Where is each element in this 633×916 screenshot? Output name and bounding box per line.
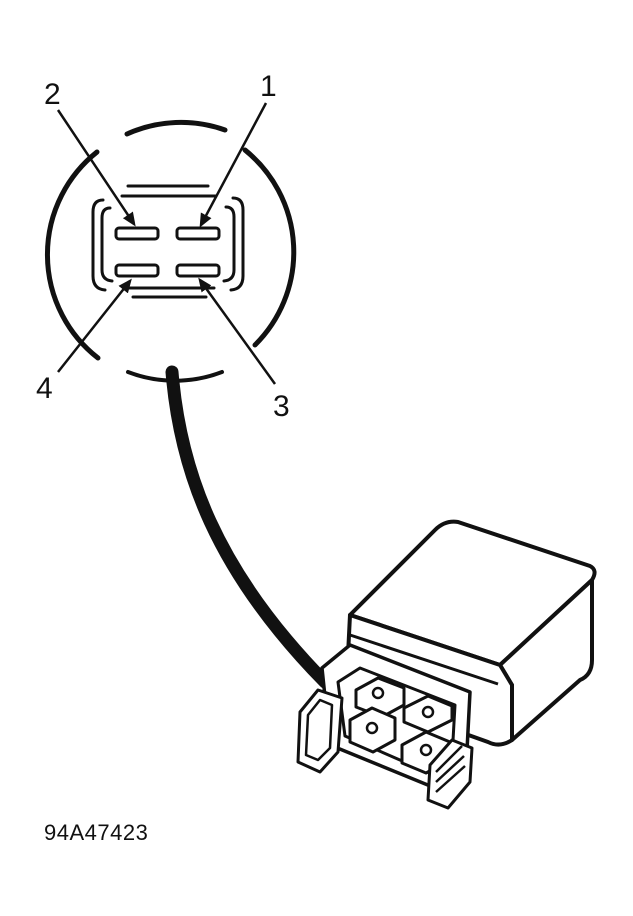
relay-front-ridge — [349, 633, 499, 686]
leader-arrow-2 — [56, 109, 136, 227]
latch-right-rib-1 — [435, 745, 463, 773]
latch-right — [426, 738, 474, 810]
relay-top-face — [348, 519, 597, 667]
pin-label-2: 2 — [44, 78, 61, 111]
connector-face-view — [45, 119, 297, 383]
leader-arrow-1 — [199, 102, 268, 228]
figure-reference-code: 94A47423 — [44, 820, 149, 845]
leader-arrow-3 — [198, 277, 277, 385]
latch-right-rib-2 — [435, 755, 465, 783]
relay-right-face — [498, 578, 594, 742]
connector-outline-top — [124, 119, 228, 137]
terminal-hole-a — [371, 686, 385, 700]
pin-label-1: 1 — [260, 70, 277, 103]
relay-body — [296, 519, 597, 810]
terminal-slot-1 — [175, 226, 221, 241]
latch-left-inner — [304, 698, 334, 762]
housing-bracket-right — [229, 196, 245, 292]
latch-right-rib-3 — [435, 765, 466, 793]
terminal-hole-b — [421, 705, 435, 719]
housing-bracket-left-inner — [100, 206, 114, 283]
pin-label-3: 3 — [273, 390, 290, 423]
terminal-slot-2 — [114, 226, 160, 241]
terminal-slot-4 — [114, 263, 160, 278]
connector-outline-right — [242, 147, 297, 348]
terminal-hole-c — [365, 721, 379, 735]
pin-label-4: 4 — [36, 372, 53, 405]
wire-harness — [165, 365, 332, 689]
pin-leader-arrows — [56, 102, 277, 385]
terminal-slot-3 — [175, 263, 221, 278]
housing-bracket-right-inner — [222, 205, 236, 283]
leader-arrow-4 — [57, 278, 132, 373]
connector-outline-left — [45, 149, 101, 361]
housing-bracket-left — [91, 198, 107, 292]
terminal-hole-d — [419, 743, 433, 757]
